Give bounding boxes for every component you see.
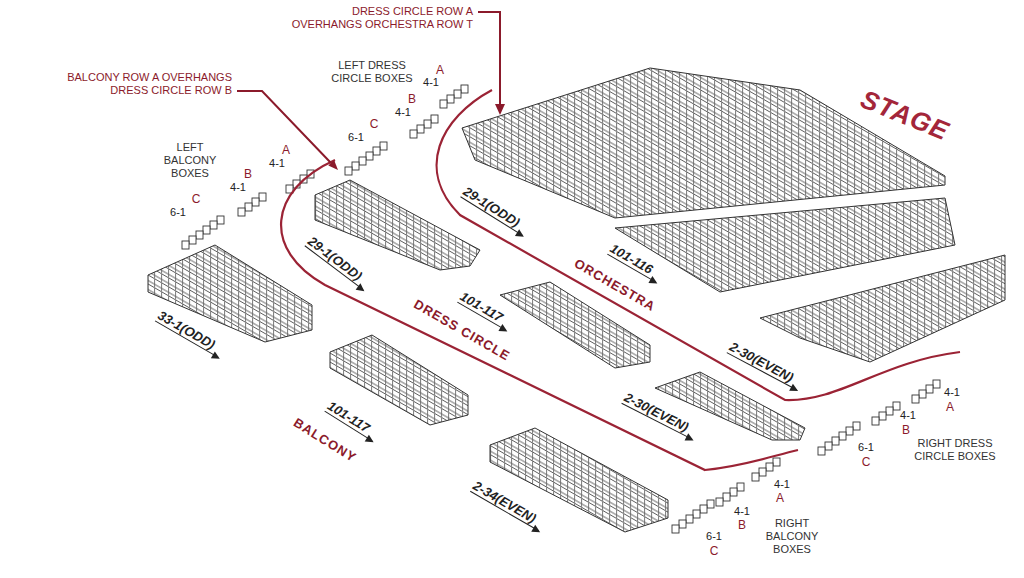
- box-seat-range: 4-1: [734, 505, 750, 518]
- level-boundary: [281, 160, 798, 470]
- box-seat-range: 4-1: [230, 181, 246, 194]
- callout-note: DRESS CIRCLE ROW A OVERHANGS ORCHESTRA R…: [283, 5, 473, 31]
- box-group-label: LEFT BALCONY BOXES: [154, 141, 226, 180]
- box-row-letter: C: [710, 545, 719, 558]
- arrowhead: [328, 160, 338, 170]
- box-group-label: RIGHT BALCONY BOXES: [756, 517, 828, 556]
- box-row-letter: B: [408, 93, 416, 106]
- box-seat-range: 4-1: [900, 409, 916, 422]
- section-seat-range: 2-30(EVEN): [727, 340, 804, 390]
- box-row-letter: C: [862, 456, 871, 469]
- box-row-letter: A: [776, 492, 784, 505]
- section-seat-range: 101-116: [607, 242, 663, 283]
- box-group-label: LEFT DRESS CIRCLE BOXES: [326, 59, 418, 85]
- callout-arrow: [237, 91, 331, 163]
- box-seats: [182, 85, 940, 533]
- box-row-letter: A: [282, 144, 290, 157]
- section-seat-range: 101-117: [324, 399, 379, 441]
- box-seat-range: 6-1: [706, 530, 722, 543]
- arrowhead: [495, 104, 505, 115]
- box-seat-range: 6-1: [348, 131, 364, 144]
- box-group-label: RIGHT DRESS CIRCLE BOXES: [909, 437, 1001, 463]
- box-seat-range: 4-1: [269, 157, 285, 170]
- box-seat-range: 4-1: [774, 478, 790, 491]
- box-row-letter: C: [192, 193, 201, 206]
- box-row-letter: B: [738, 519, 746, 532]
- seat-section: [148, 68, 1005, 532]
- callout-arrow: [478, 12, 500, 106]
- box-row-letter: B: [244, 168, 252, 181]
- stage-label: STAGE: [857, 85, 953, 146]
- box-row-letter: A: [946, 401, 954, 414]
- box-row-letter: C: [370, 118, 379, 131]
- box-seat-range: 6-1: [170, 206, 186, 219]
- box-seat-range: 6-1: [858, 441, 874, 454]
- section-seat-range: 33-1(ODD): [155, 308, 225, 357]
- box-row-letter: A: [436, 64, 444, 77]
- section-seat-range: 29-1(ODD): [305, 234, 372, 290]
- section-seat-range: 29-1(ODD): [460, 184, 529, 235]
- section-seat-range: 2-34(EVEN): [470, 479, 546, 532]
- box-seat-range: 4-1: [944, 386, 960, 399]
- callout-note: BALCONY ROW A OVERHANGS DRESS CIRCLE ROW…: [56, 71, 232, 97]
- level-boundary: [437, 90, 960, 400]
- box-seat-range: 4-1: [395, 106, 411, 119]
- box-row-letter: B: [902, 424, 910, 437]
- box-seat-range: 4-1: [423, 76, 439, 89]
- section-seat-range: 2-30(EVEN): [621, 390, 698, 439]
